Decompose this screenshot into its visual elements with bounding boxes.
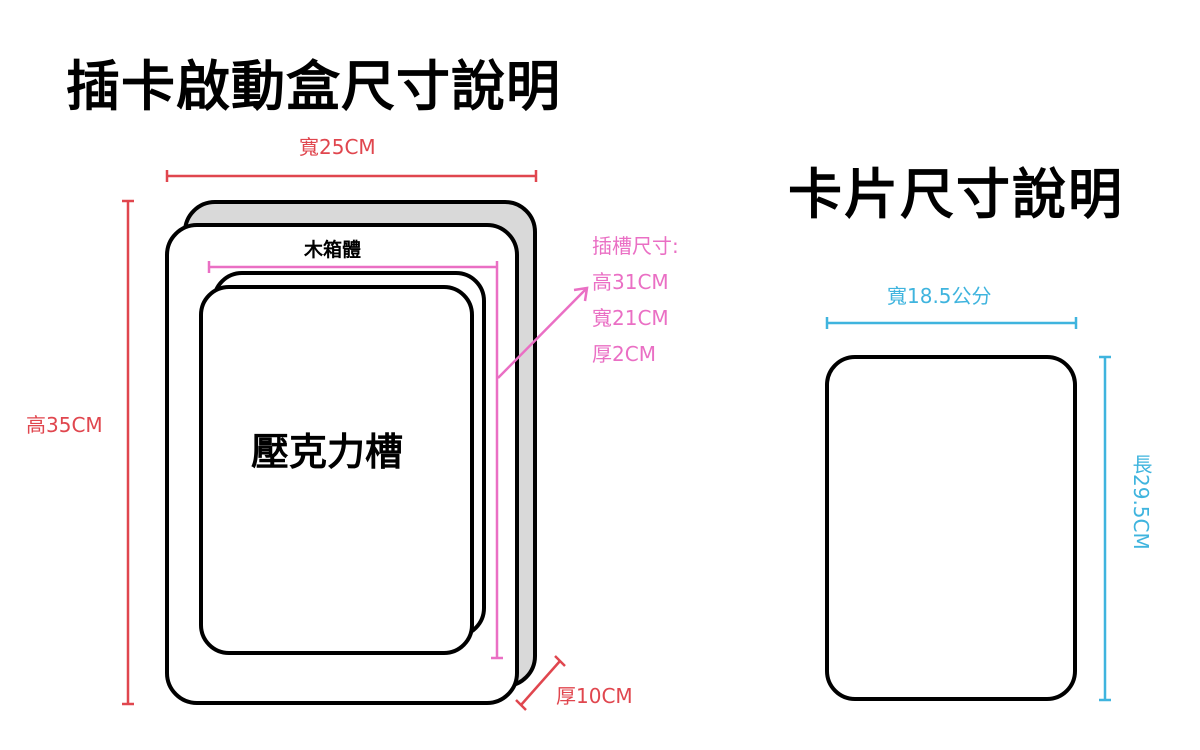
box-height-label: 高35CM: [26, 413, 103, 437]
slot-pointer-arrow: [497, 286, 589, 379]
wood-body-label: 木箱體: [304, 239, 362, 261]
box-height-dimension-line: [122, 199, 134, 706]
box-depth-label: 厚10CM: [556, 684, 633, 708]
slot-height-dimension-line: [491, 273, 503, 660]
box-width-label: 寬25CM: [299, 135, 376, 159]
card-length-label: 長29.5CM: [1129, 454, 1153, 550]
card-width-dimension-line: [825, 317, 1078, 329]
box-size-title: 插卡啟動盒尺寸說明: [66, 55, 561, 118]
slot-width-dimension-line: [207, 261, 499, 273]
slot-size-heading: 插槽尺寸:: [592, 234, 679, 258]
card-width-label: 寬18.5公分: [887, 284, 992, 308]
acrylic-slot-label: 壓克力槽: [251, 430, 404, 474]
box-width-dimension-line: [165, 170, 538, 182]
card-size-title: 卡片尺寸說明: [788, 163, 1124, 226]
slot-size-note: 插槽尺寸: 高31CM 寬21CM 厚2CM: [592, 228, 679, 372]
box-depth-dimension-line: [515, 655, 566, 711]
slot-height-label: 高31CM: [592, 270, 669, 294]
slot-width-label: 寬21CM: [592, 306, 669, 330]
acrylic-slot-front: [199, 285, 474, 655]
slot-depth-label: 厚2CM: [592, 342, 656, 366]
card-outline: [825, 355, 1077, 701]
card-length-dimension-line: [1099, 355, 1111, 702]
